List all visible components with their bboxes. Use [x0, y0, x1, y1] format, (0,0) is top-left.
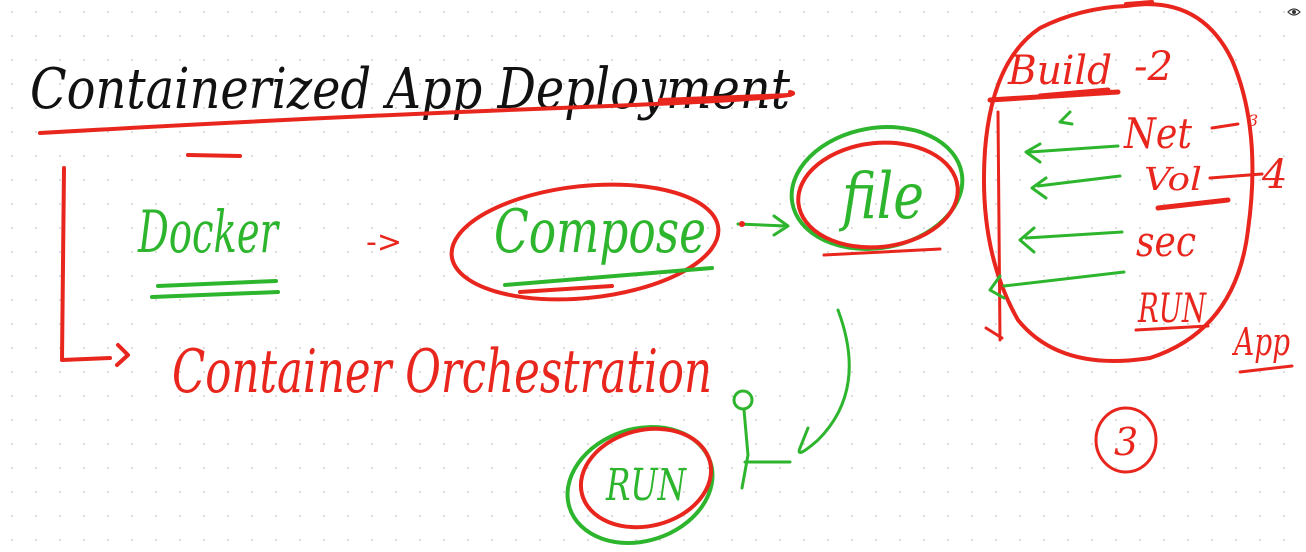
- green-arrow-build: [1058, 110, 1074, 126]
- vol-number: 4: [1261, 152, 1287, 198]
- compose-circle: [449, 182, 721, 302]
- sec-text: sec: [1136, 217, 1196, 266]
- circled-three-circle: [1094, 406, 1158, 474]
- arrow-2-dot: [739, 221, 745, 227]
- red-dash: [186, 153, 242, 158]
- arrow-1: ->: [366, 225, 402, 260]
- docker-underline-2: [150, 290, 280, 299]
- title-underline-short: [658, 93, 792, 102]
- net-dash: [1210, 122, 1240, 130]
- run-label-text: RUN: [1137, 286, 1207, 332]
- curve-file-to-run: [797, 308, 851, 454]
- compose-underline-1: [503, 266, 714, 287]
- app-outline-top: [1124, 0, 1154, 6]
- file-circle-red: [796, 140, 960, 250]
- green-arrow-run: [988, 270, 1126, 300]
- file-underline: [822, 247, 942, 257]
- container-orchestration-text: Container Orchestration: [172, 337, 712, 407]
- compose-underline-2: [518, 284, 614, 294]
- file-text: file: [839, 160, 924, 234]
- green-arrow-vol: [1030, 174, 1122, 200]
- green-arrow-net: [1024, 142, 1120, 164]
- docker-text: Docker: [137, 198, 280, 266]
- bracket-line: [60, 166, 112, 362]
- run-circle-red: [578, 426, 714, 530]
- eye-icon[interactable]: [1286, 4, 1302, 20]
- build-underline: [987, 87, 1121, 103]
- vol-dash: [1208, 172, 1264, 180]
- arrow-2: [736, 214, 790, 237]
- app-outline: [981, 2, 1255, 363]
- title-text: Containerized App Deployment: [30, 57, 790, 122]
- pin-head: [732, 389, 754, 411]
- run-label-underline: [1134, 324, 1210, 332]
- app-underline: [1238, 364, 1294, 374]
- vol-text: Vol: [1144, 160, 1202, 198]
- circled-three-text: 3: [1114, 420, 1138, 464]
- compose-text: Compose: [494, 197, 706, 267]
- bracket-arrow: [115, 343, 130, 367]
- pin-body: [740, 408, 792, 490]
- run-text: RUN: [605, 460, 687, 511]
- vertical-line: [984, 110, 1004, 342]
- net-number: 3: [1248, 111, 1258, 130]
- docker-underline-1: [156, 279, 278, 288]
- net-text: Net: [1123, 109, 1192, 158]
- app-text: App: [1232, 320, 1290, 364]
- build-number: -2: [1134, 44, 1173, 90]
- green-arrow-sec: [1018, 226, 1124, 254]
- build-text: Build: [1007, 48, 1112, 94]
- vol-underline: [1155, 197, 1231, 211]
